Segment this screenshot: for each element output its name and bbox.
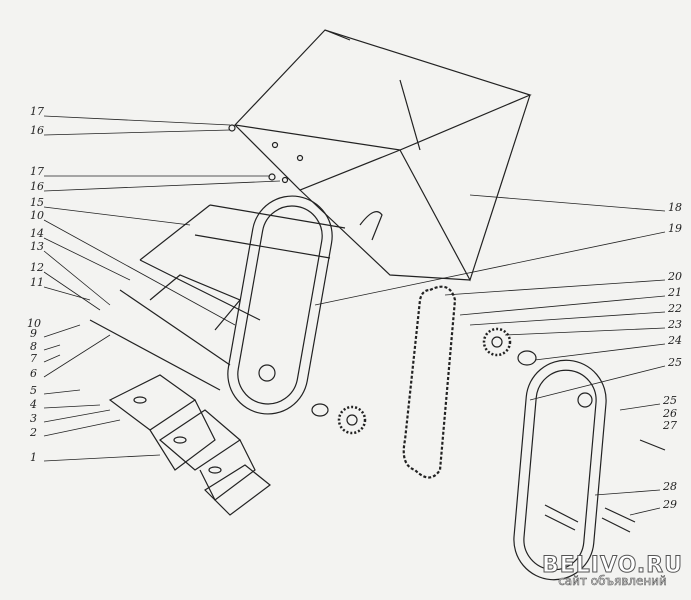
part-label: 14 [30, 227, 44, 240]
part-label: 23 [668, 318, 682, 331]
part-label: 2 [30, 426, 37, 439]
part-label: 7 [30, 352, 37, 365]
part-label: 24 [668, 334, 682, 347]
part-label: 9 [30, 327, 37, 340]
part-label: 16 [30, 180, 44, 193]
right-cover [513, 359, 666, 581]
part-label: 26 [663, 407, 677, 420]
part-label: 28 [663, 480, 677, 493]
part-label: 13 [30, 240, 44, 253]
part-label: 1 [30, 451, 37, 464]
chain-guard [227, 195, 333, 415]
part-label: 3 [30, 412, 37, 425]
part-label: 17 [30, 105, 44, 118]
part-label: 5 [30, 384, 37, 397]
part-label: 11 [30, 276, 44, 289]
part-label: 8 [30, 340, 37, 353]
part-label: 18 [668, 201, 682, 214]
part-label: 12 [30, 261, 44, 274]
hopper [228, 29, 532, 282]
brackets [108, 374, 271, 516]
part-label: 25 [663, 394, 677, 407]
part-label: 29 [663, 498, 677, 511]
part-label: 6 [30, 367, 37, 380]
part-label: 19 [668, 222, 682, 235]
part-label: 27 [663, 419, 677, 432]
part-label: 21 [668, 286, 682, 299]
chute-frame [89, 204, 346, 391]
leader-lines [43, 115, 666, 516]
watermark-title: BELIVO.RU [541, 553, 683, 579]
sprockets [311, 327, 537, 435]
watermark: BELIVO.RU сайт объявлений [541, 553, 683, 589]
part-label: 17 [30, 165, 44, 178]
chain [402, 285, 457, 479]
part-label: 25 [668, 356, 682, 369]
part-label: 10 [27, 317, 41, 330]
part-label: 4 [30, 398, 37, 411]
part-label: 15 [30, 196, 44, 209]
part-label: 10 [30, 209, 44, 222]
part-label: 22 [668, 302, 682, 315]
watermark-subtitle: сайт объявлений [558, 574, 667, 589]
part-label: 20 [668, 270, 682, 283]
part-label: 16 [30, 124, 44, 137]
